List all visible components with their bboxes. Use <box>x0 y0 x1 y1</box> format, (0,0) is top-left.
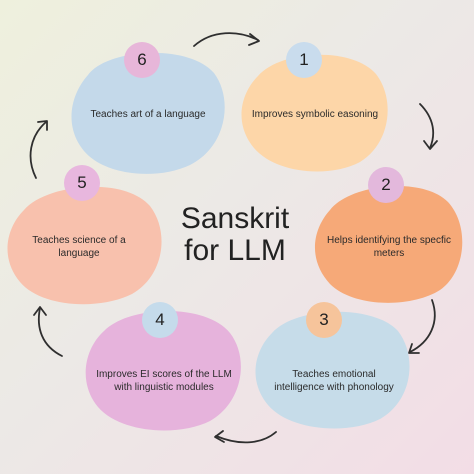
step-1-blob <box>241 54 388 172</box>
step-2-text: Helps identifying the specfic meters <box>327 235 451 259</box>
step-4-badge: 4 <box>142 302 178 338</box>
step-4-blob <box>85 311 241 431</box>
step-2-blob <box>314 186 463 303</box>
step-5-badge: 5 <box>64 165 100 201</box>
step-5-number: 5 <box>77 173 87 192</box>
step-1-badge: 1 <box>286 42 322 78</box>
step-3-number: 3 <box>319 310 329 329</box>
step-1-text: Improves symbolic easoning <box>251 109 379 120</box>
diagram-title: Sanskrit for LLM <box>180 202 290 267</box>
step-3-blob <box>255 311 410 429</box>
step-6-text: Teaches art of a language <box>90 109 206 120</box>
step-2-badge: 2 <box>368 167 404 203</box>
step-4-text: Improves EI scores of the LLM with lingu… <box>96 369 232 393</box>
step-1-number: 1 <box>299 50 309 69</box>
step-2-number: 2 <box>381 175 391 194</box>
step-5-text: Teaches science of a language <box>32 235 126 259</box>
step-3-badge: 3 <box>306 302 342 338</box>
step-5-blob <box>7 186 162 305</box>
step-3-text: Teaches emotional intelligence with phon… <box>274 369 394 393</box>
step-4-number: 4 <box>155 310 165 329</box>
step-6-badge: 6 <box>124 42 160 78</box>
step-6-number: 6 <box>137 50 147 69</box>
step-6-blob <box>71 52 225 174</box>
